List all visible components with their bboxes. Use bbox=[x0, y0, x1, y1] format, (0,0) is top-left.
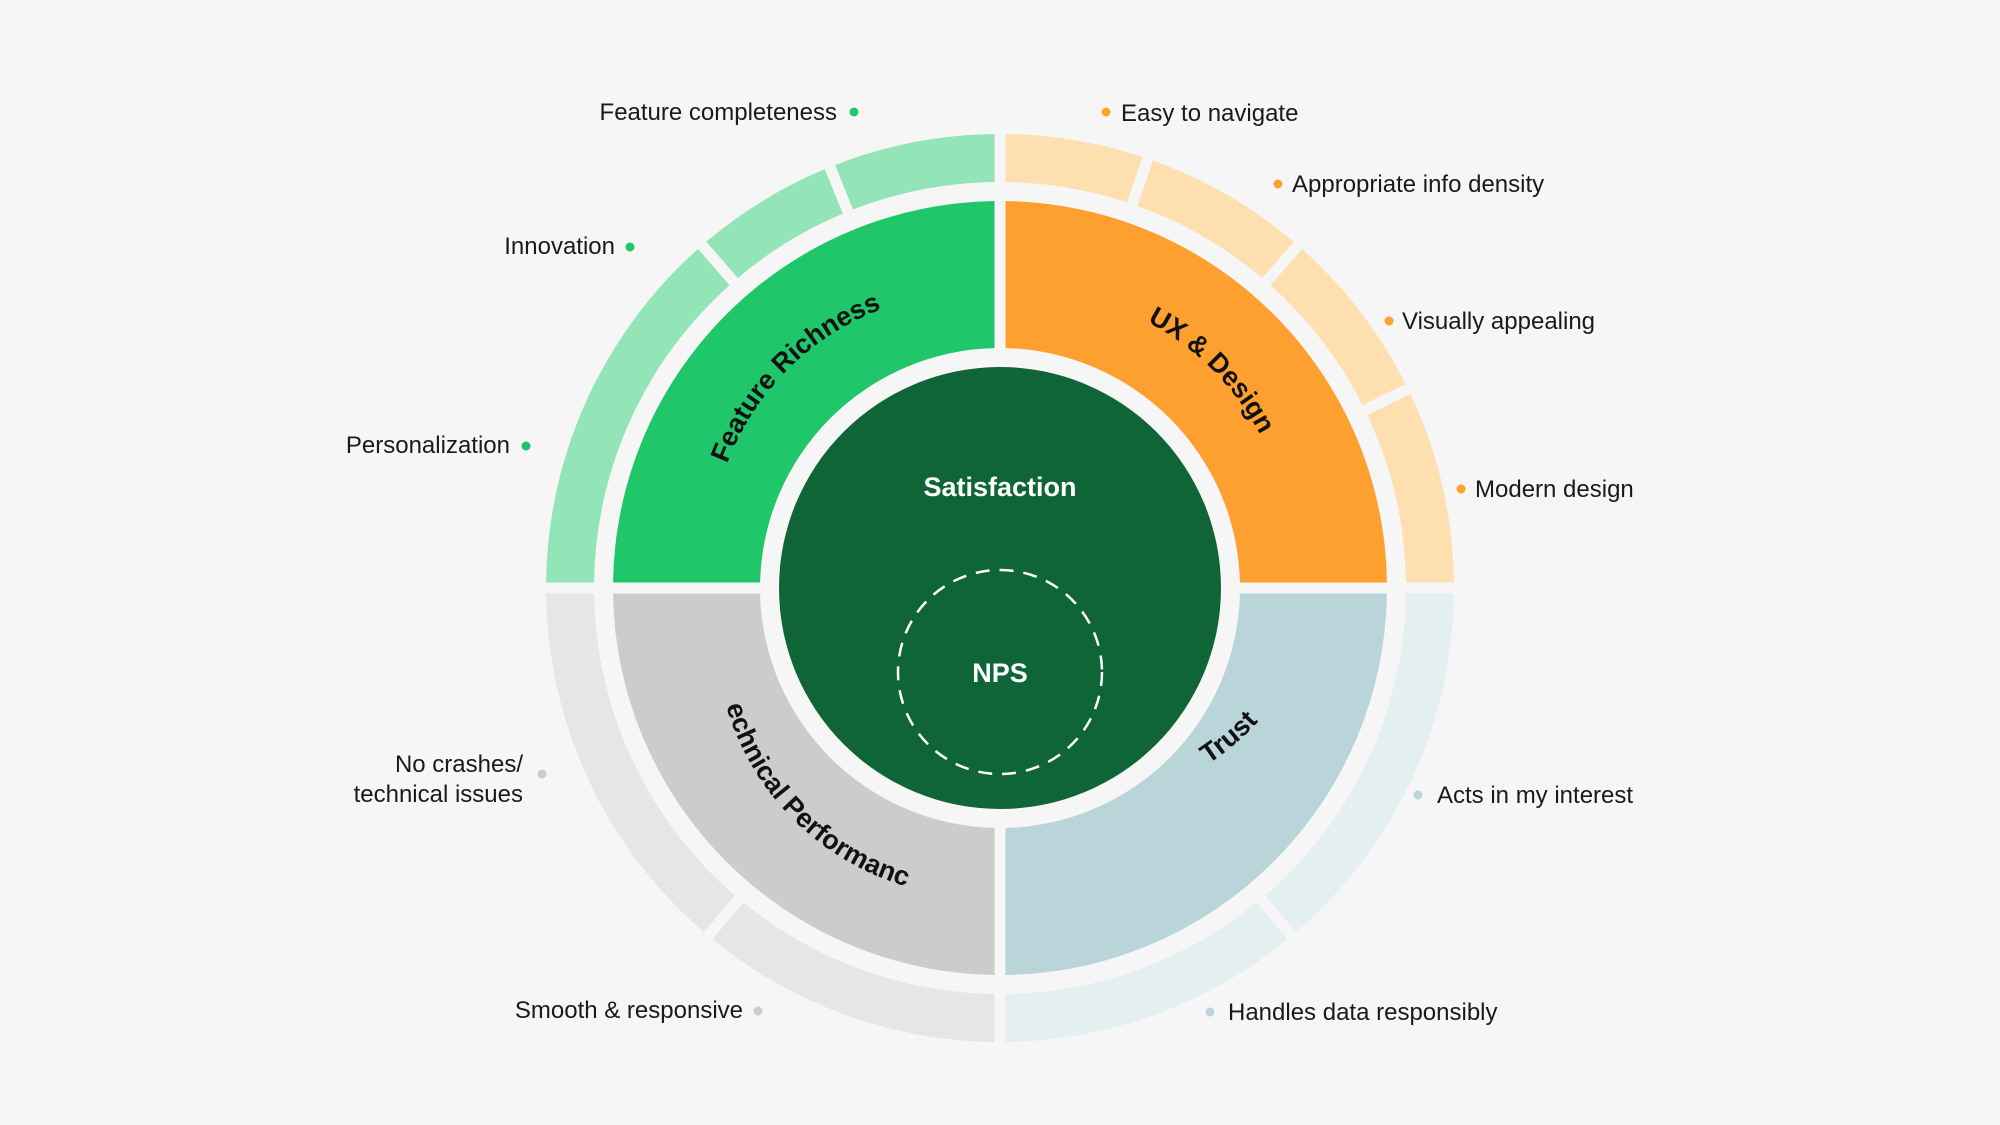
center-title: Satisfaction bbox=[923, 472, 1076, 502]
label-visually-appealing: Visually appealing bbox=[1384, 308, 1595, 335]
svg-text:Smooth & responsive: Smooth & responsive bbox=[515, 997, 743, 1024]
outer-segment-innovation bbox=[706, 169, 843, 279]
outer-segment-modern-design bbox=[1367, 393, 1454, 583]
outer-segment-acts-in-my-interest bbox=[1265, 593, 1454, 933]
outer-segment-feature-completeness bbox=[835, 134, 995, 210]
label-appropriate-info-density: Appropriate info density bbox=[1273, 171, 1544, 198]
outer-segment-personalization bbox=[546, 248, 730, 583]
svg-text:Handles data responsibly: Handles data responsibly bbox=[1228, 999, 1498, 1026]
quadrant-ux-design bbox=[1005, 201, 1387, 583]
svg-text:Acts in my interest: Acts in my interest bbox=[1437, 782, 1633, 809]
nps-label: NPS bbox=[972, 658, 1028, 688]
quadrant-trust bbox=[1005, 593, 1387, 975]
quadrant-feature-richness bbox=[613, 201, 995, 583]
outer-segment-no-crashes bbox=[546, 593, 735, 933]
svg-text:Feature completeness: Feature completeness bbox=[600, 99, 837, 126]
svg-text:Easy to navigate: Easy to navigate bbox=[1121, 100, 1298, 127]
nps-dashed-circle bbox=[896, 568, 1104, 776]
svg-text:Modern design: Modern design bbox=[1475, 476, 1634, 503]
label-personalization: Personalization bbox=[346, 432, 531, 459]
outer-segment-handles-data-responsibly bbox=[1005, 902, 1288, 1042]
label-easy-to-navigate: Easy to navigate bbox=[1101, 100, 1298, 127]
label-smooth-responsive: Smooth & responsive bbox=[515, 997, 763, 1024]
svg-text:Appropriate info density: Appropriate info density bbox=[1292, 171, 1544, 198]
outer-segment-visually-appealing bbox=[1270, 248, 1406, 406]
outer-segment-easy-to-navigate bbox=[1005, 134, 1143, 203]
svg-text:technical issues: technical issues bbox=[354, 781, 523, 808]
outer-ring bbox=[546, 134, 1454, 1042]
label-feature-completeness: Feature completeness bbox=[600, 99, 859, 126]
outer-segment-smooth-responsive bbox=[712, 902, 995, 1042]
label-handles-data-responsibly: Handles data responsibly bbox=[1205, 999, 1498, 1026]
quadrant-technical-performance bbox=[613, 593, 995, 975]
outer-segment-appropriate-info-density bbox=[1137, 160, 1294, 279]
label-modern-design: Modern design bbox=[1456, 476, 1634, 503]
svg-text:Visually appealing: Visually appealing bbox=[1402, 308, 1595, 335]
label-no-crashes: No crashes/ technical issues bbox=[354, 751, 547, 808]
svg-text:Personalization: Personalization bbox=[346, 432, 510, 459]
label-innovation: Innovation bbox=[504, 233, 635, 260]
satisfaction-center bbox=[779, 367, 1221, 809]
label-acts-in-my-interest: Acts in my interest bbox=[1413, 782, 1633, 809]
svg-text:No crashes/: No crashes/ bbox=[395, 751, 523, 778]
middle-ring bbox=[613, 201, 1387, 975]
svg-text:Innovation: Innovation bbox=[504, 233, 615, 260]
